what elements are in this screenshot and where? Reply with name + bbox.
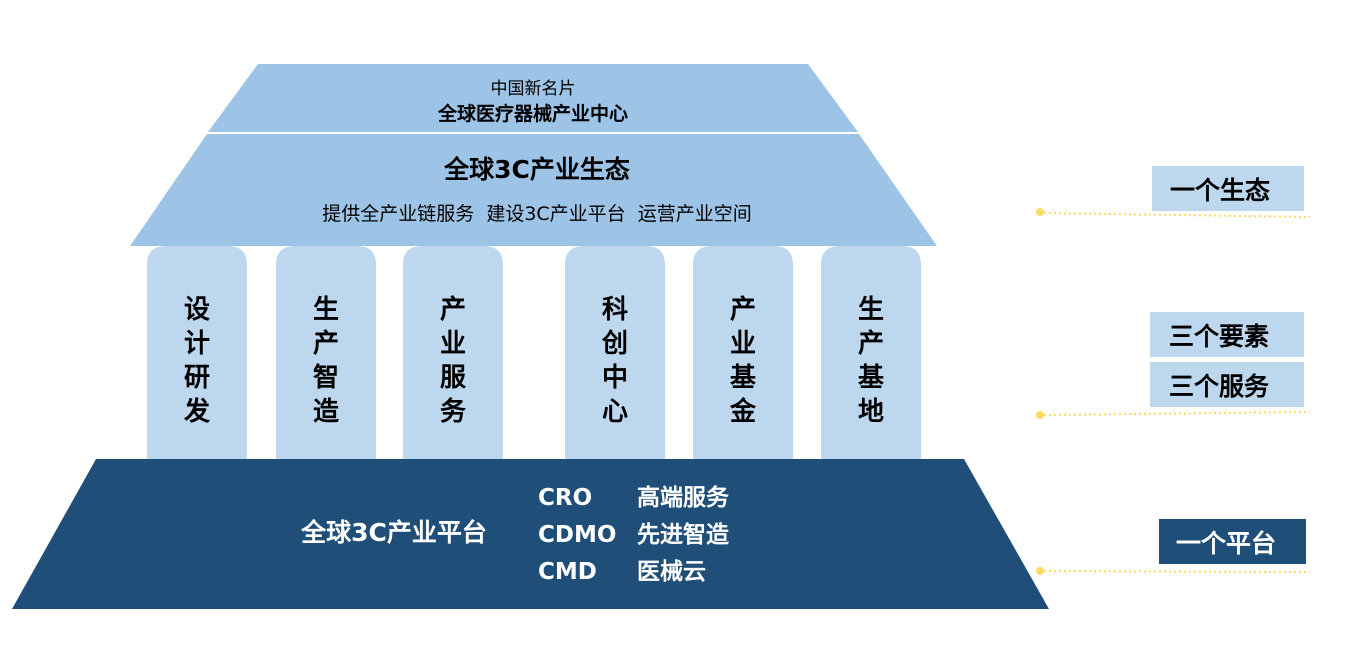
label-box-elements <box>1150 312 1304 357</box>
label-platform: 一个平台 <box>1176 529 1276 558</box>
connector-ecosystem <box>1036 208 1311 218</box>
connector-elements-services <box>1036 411 1311 419</box>
roof-main-title: 全球3C产业生态 <box>443 155 630 184</box>
label-box-services <box>1150 362 1304 407</box>
pillar-char: 生 <box>858 295 884 325</box>
connector-platform <box>1036 567 1311 575</box>
pillar-char: 务 <box>440 397 466 427</box>
pillar-body <box>693 246 793 460</box>
pillar-smart-manufacturing: 生 产 智 造 <box>276 246 376 460</box>
label-services: 三个服务 <box>1169 372 1269 401</box>
pillar-design-rd: 设 计 研 发 <box>147 246 247 460</box>
label-box-ecosystem <box>1152 166 1304 211</box>
connector-dot <box>1036 411 1044 419</box>
pillar-char: 计 <box>184 329 210 359</box>
connector-line <box>1043 570 1311 573</box>
connector-dot <box>1036 208 1044 216</box>
pillar-char: 中 <box>602 363 628 393</box>
pillar-char: 基 <box>858 363 885 393</box>
base-service-code: CDMO <box>538 522 616 548</box>
pillar-body <box>276 246 376 460</box>
pillar-industry-fund: 产 业 基 金 <box>693 246 793 460</box>
pillar-char: 创 <box>601 329 628 359</box>
roof-upper-trapezoid <box>208 64 858 132</box>
roof-top-title: 全球医疗器械产业中心 <box>437 102 628 125</box>
pillar-char: 服 <box>440 363 467 393</box>
pillar-production-base: 生 产 基 地 <box>821 246 921 460</box>
connector-dot <box>1036 567 1044 575</box>
base-service-name: 先进智造 <box>637 521 730 548</box>
pillar-char: 业 <box>730 329 756 359</box>
pillar-char: 产 <box>440 295 466 325</box>
base-service-name: 医械云 <box>637 559 706 585</box>
pillar-innovation-center: 科 创 中 心 <box>565 246 665 460</box>
connector-line <box>1043 411 1311 416</box>
base-service-code: CMD <box>538 559 597 585</box>
pillar-char: 地 <box>858 397 884 427</box>
pillar-industry-services: 产 业 服 务 <box>403 246 503 460</box>
base-title: 全球3C产业平台 <box>300 518 487 547</box>
label-elements: 三个要素 <box>1169 322 1269 351</box>
pillar-body <box>403 246 503 460</box>
roof-top-subtitle: 中国新名片 <box>491 79 576 99</box>
label-ecosystem: 一个生态 <box>1170 176 1270 205</box>
base-service-code: CRO <box>538 485 592 511</box>
base-trapezoid <box>12 459 1049 609</box>
pillar-char: 心 <box>602 397 628 427</box>
pillar-char: 产 <box>858 329 884 359</box>
roof-lower-trapezoid <box>130 134 937 246</box>
pillar-char: 科 <box>602 295 628 325</box>
pillar-char: 造 <box>313 397 339 427</box>
pillar-char: 设 <box>184 295 210 325</box>
pillar-body <box>565 246 665 460</box>
pillar-char: 研 <box>184 363 210 393</box>
pillar-body <box>147 246 247 460</box>
roof-main-subtitle: 提供全产业链服务 建设3C产业平台 运营产业空间 <box>322 203 752 225</box>
connector-line <box>1043 212 1311 218</box>
pillar-char: 智 <box>313 363 339 393</box>
pillar-char: 产 <box>313 329 339 359</box>
base-service-name: 高端服务 <box>637 484 730 511</box>
pillar-char: 金 <box>729 396 757 427</box>
pillar-char: 基 <box>730 363 757 393</box>
label-box-platform <box>1159 519 1306 564</box>
pillar-char: 发 <box>183 396 210 427</box>
pillar-char: 生 <box>313 295 339 325</box>
pillar-char: 产 <box>730 295 756 325</box>
pillar-char: 业 <box>440 329 466 359</box>
pillar-body <box>821 246 921 460</box>
